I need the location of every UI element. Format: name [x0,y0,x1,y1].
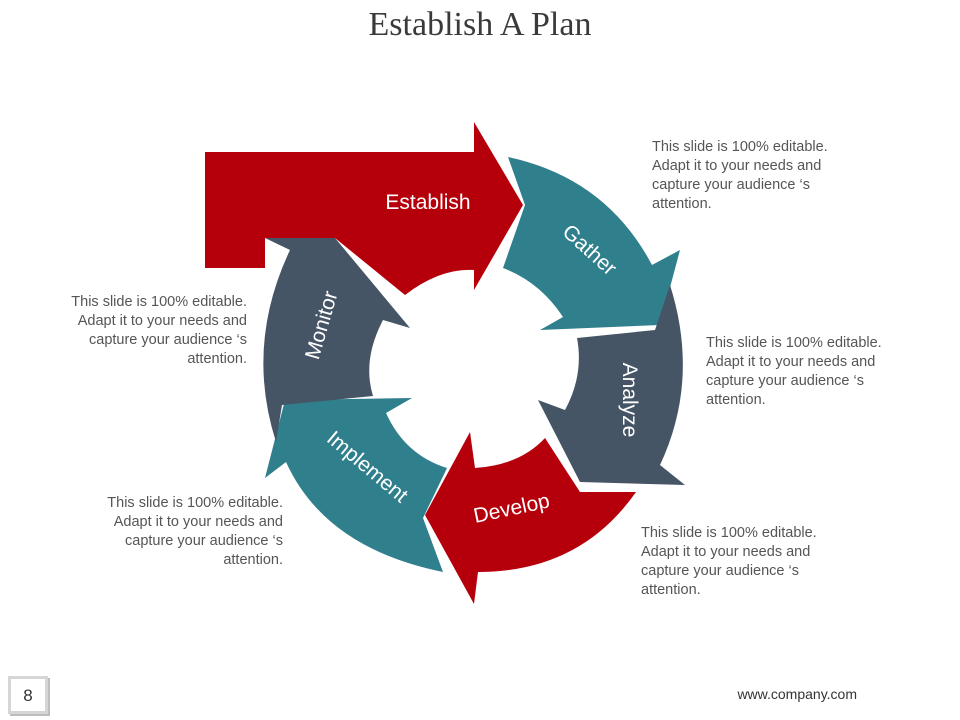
label-analyze: Analyze [618,363,641,438]
segment-analyze [538,285,685,485]
footer-url: www.company.com [737,686,857,702]
slide-title: Establish A Plan [368,6,592,43]
label-establish: Establish [385,191,470,214]
page-number-badge: 8 [8,676,48,714]
note-analyze: This slide is 100% editable. Adapt it to… [706,335,882,408]
segment-monitor [263,238,410,442]
page-number: 8 [23,686,33,705]
segment-establish [205,122,523,295]
segment-develop [425,432,636,604]
segment-implement [265,398,447,572]
note-implement: This slide is 100% editable. Adapt it to… [107,495,283,568]
segment-gather [503,157,680,330]
note-develop: This slide is 100% editable. Adapt it to… [641,525,817,598]
note-gather: This slide is 100% editable. Adapt it to… [652,139,828,212]
note-monitor: This slide is 100% editable. Adapt it to… [71,294,247,367]
